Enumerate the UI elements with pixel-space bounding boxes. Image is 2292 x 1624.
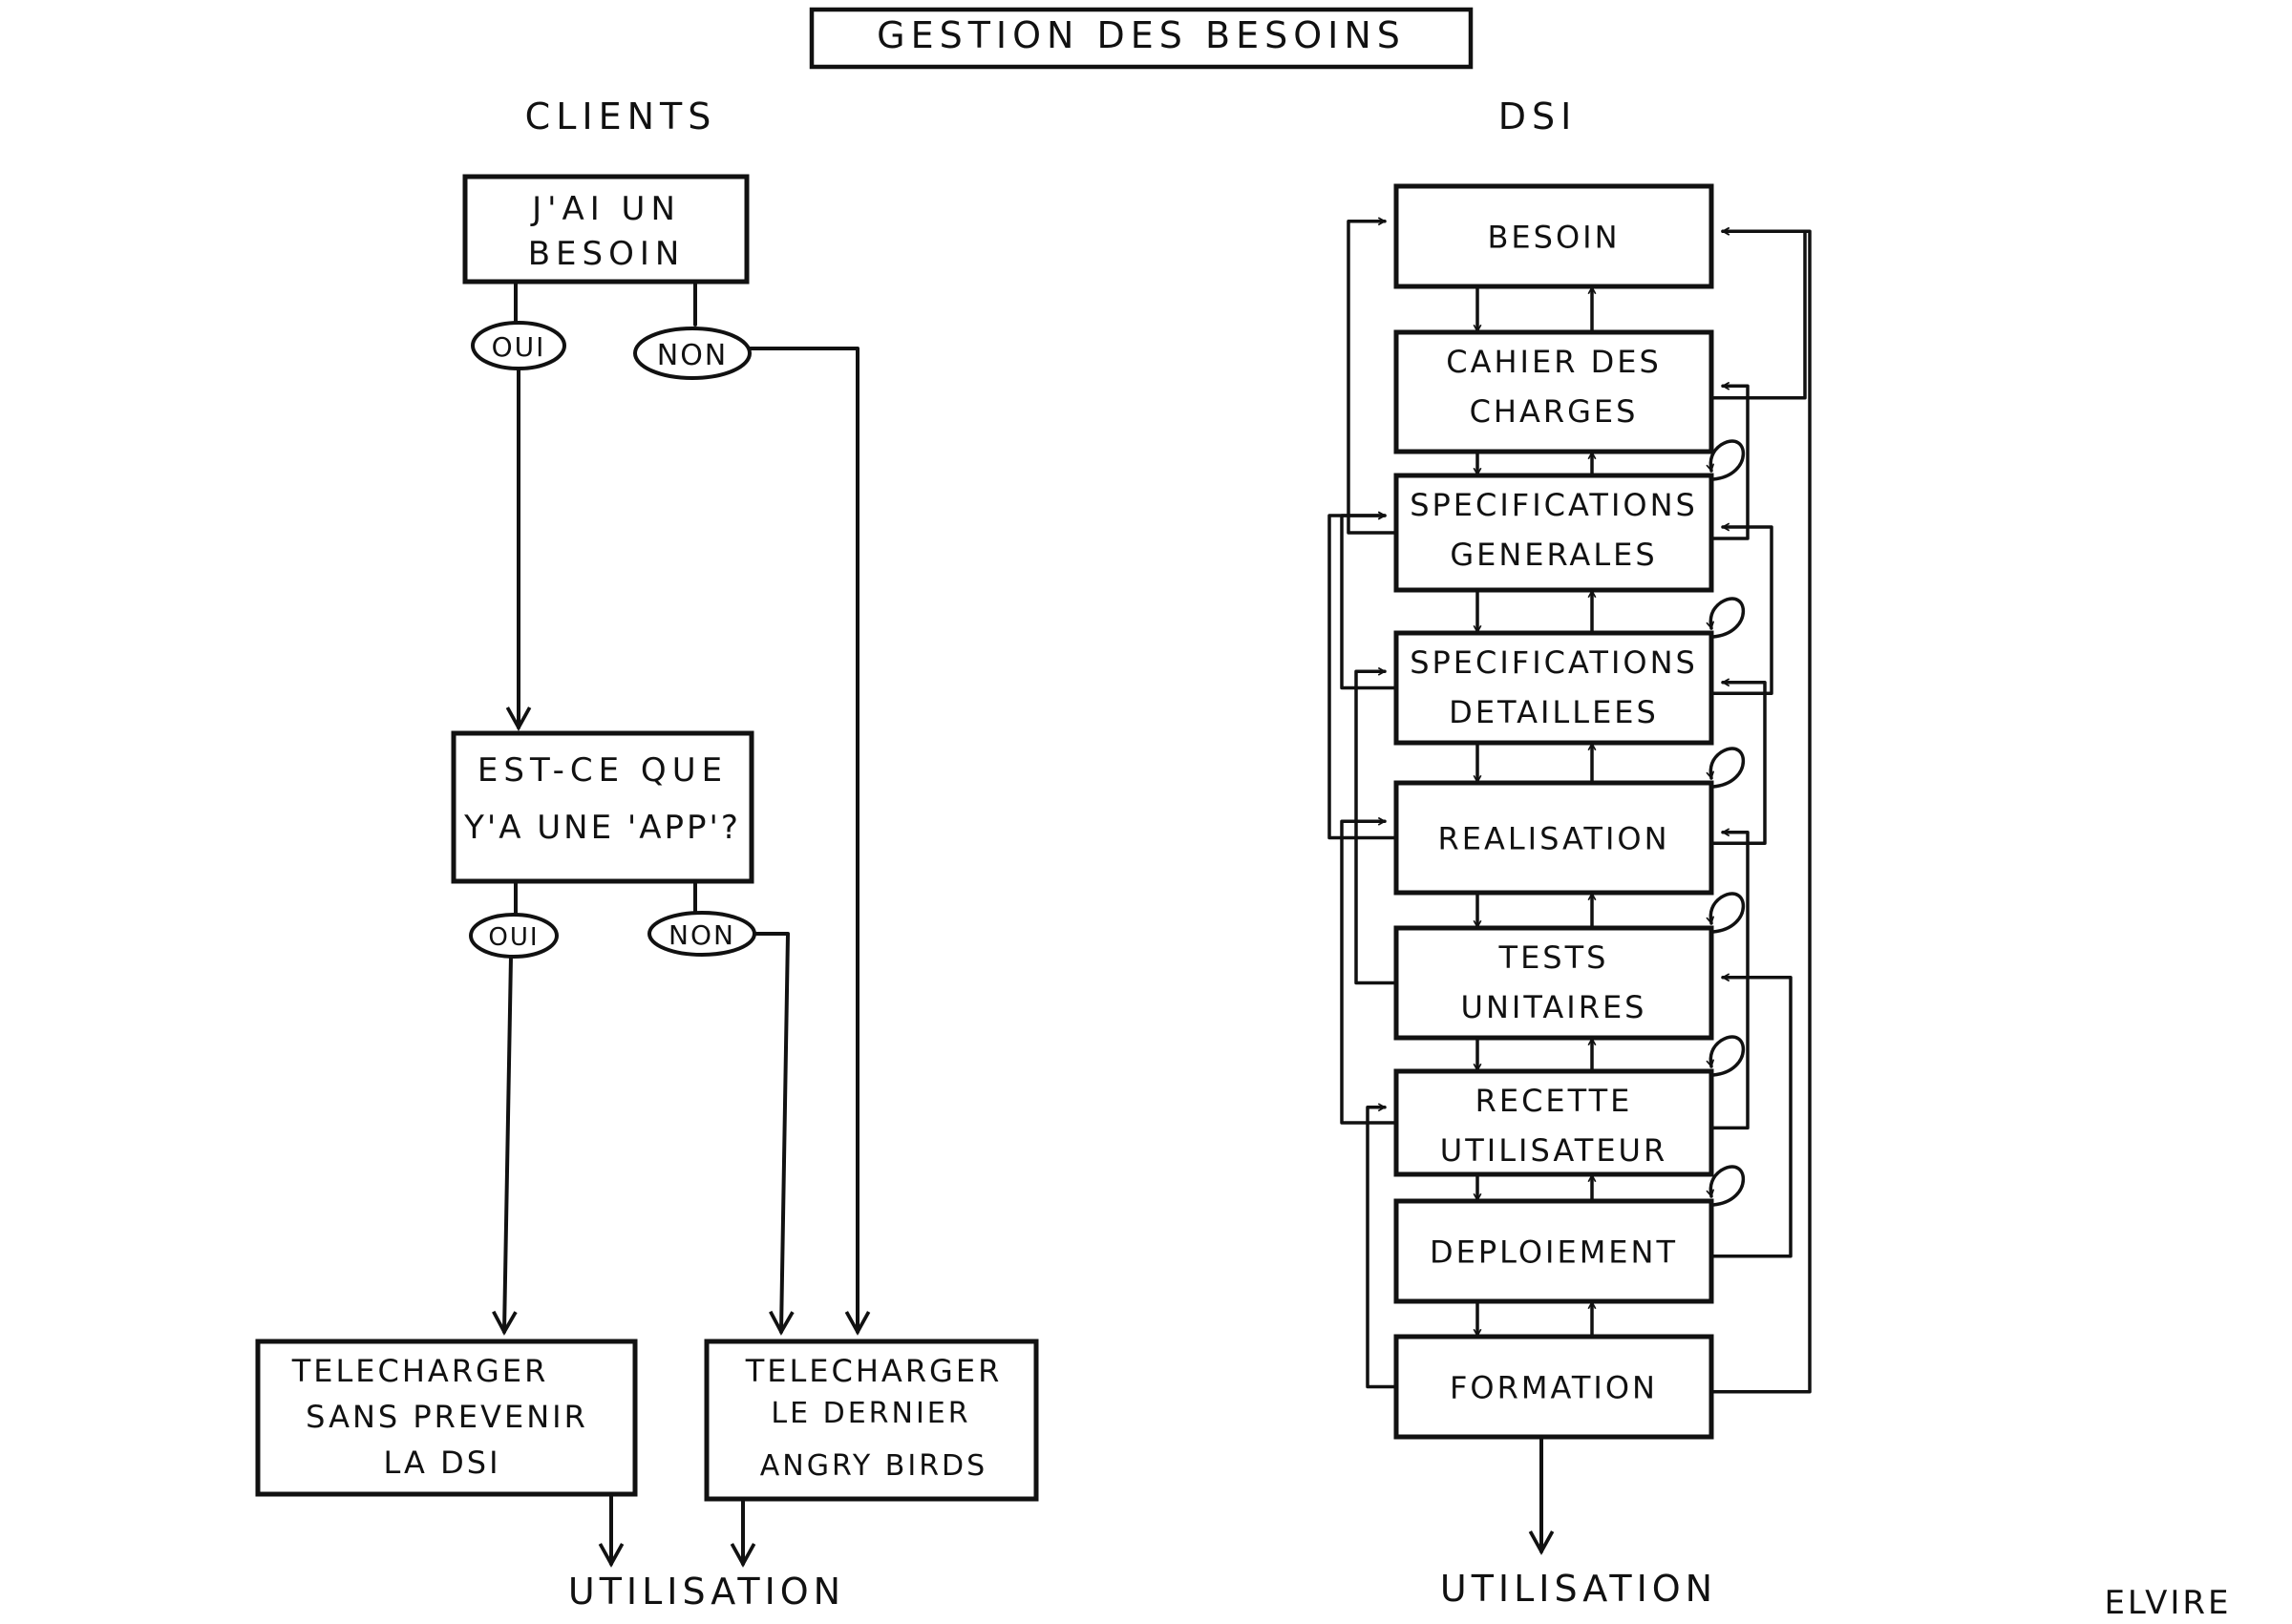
diagram-title: GESTION DES BESOINS — [877, 14, 1406, 56]
dsi-step-1-line-0: CAHIER DES — [1446, 344, 1662, 380]
dsi-end-label: UTILISATION — [1440, 1568, 1717, 1610]
box-need-line-2: BESOIN — [528, 235, 686, 273]
box-need-line-1: J'AI UN — [530, 190, 681, 228]
dsi-step-7-line-0: DEPLOIEMENT — [1430, 1234, 1678, 1271]
feedback-loop-right-3 — [1709, 683, 1767, 845]
clients-end-label: UTILISATION — [568, 1571, 845, 1613]
dsi-step-1-line-1: CHARGES — [1470, 393, 1639, 430]
self-loop-4 — [1710, 747, 1746, 789]
box-app-question: EST-CE QUE Y'A UNE 'APP'? — [451, 730, 754, 884]
box-download-line-1: TELECHARGER — [291, 1353, 549, 1389]
dsi-step-8-line-0: FORMATION — [1450, 1370, 1658, 1406]
answer-yes-2: OUI — [469, 913, 559, 959]
signature: ELVIRE — [2104, 1584, 2231, 1620]
self-loop-3 — [1710, 597, 1746, 639]
feedback-loop-right-4 — [1709, 833, 1750, 1130]
dsi-header: DSI — [1498, 95, 1578, 137]
dsi-step-6-line-1: UTILISATEUR — [1440, 1132, 1667, 1169]
dsi-step-4: REALISATION — [1393, 780, 1714, 896]
dsi-step-4-line-0: REALISATION — [1437, 821, 1669, 857]
box-need: J'AI UN BESOIN — [462, 174, 750, 285]
dsi-step-5-line-1: UNITAIRES — [1461, 989, 1647, 1025]
self-loop-6 — [1710, 1035, 1746, 1077]
box-angry-line-1: TELECHARGER — [745, 1353, 1003, 1389]
box-app-line-2: Y'A UNE 'APP'? — [463, 809, 741, 847]
dsi-step-0-line-0: BESOIN — [1487, 220, 1620, 256]
box-angry-line-2: LE DERNIER — [771, 1397, 970, 1430]
feedback-loop-left-2 — [1327, 516, 1398, 840]
dsi-step-5: TESTS UNITAIRES — [1393, 925, 1714, 1041]
dsi-step-3: SPECIFICATIONS DETAILLEES — [1393, 630, 1714, 746]
self-loop-2 — [1710, 439, 1746, 481]
box-download-silently: TELECHARGER SANS PREVENIR LA DSI — [255, 1339, 638, 1497]
self-loop-7 — [1710, 1165, 1746, 1207]
feedback-loop-left-3 — [1354, 671, 1398, 985]
answer-yes-2-label: OUI — [488, 923, 539, 952]
box-angry-line-3: ANGRY BIRDS — [760, 1449, 987, 1483]
dsi-step-3-line-0: SPECIFICATIONS — [1410, 644, 1698, 681]
feedback-loop-right-0 — [1709, 231, 1807, 400]
dsi-step-5-line-0: TESTS — [1498, 939, 1609, 976]
answer-no-1: NON — [633, 327, 752, 380]
answer-no-1-label: NON — [657, 339, 729, 372]
dsi-step-8: FORMATION — [1393, 1334, 1714, 1440]
box-app-line-1: EST-CE QUE — [478, 751, 728, 790]
answer-yes-1: OUI — [471, 321, 566, 370]
feedback-loop-right-6 — [1709, 231, 1812, 1394]
feedback-loop-left-5 — [1366, 1107, 1398, 1389]
box-download-line-2: SANS PREVENIR — [306, 1399, 588, 1435]
answer-no-2-label: NON — [668, 919, 735, 951]
dsi-step-0: BESOIN — [1393, 183, 1714, 289]
feedback-loop-left-1 — [1340, 516, 1398, 690]
feedback-loop-left-4 — [1340, 821, 1398, 1125]
title-frame: GESTION DES BESOINS — [809, 7, 1474, 70]
feedback-loop-right-5 — [1709, 978, 1793, 1258]
feedback-loop-right-2 — [1709, 527, 1773, 695]
self-loop-5 — [1710, 892, 1746, 934]
dsi-step-2-line-1: GENERALES — [1450, 537, 1657, 573]
box-angry-birds: TELECHARGER LE DERNIER ANGRY BIRDS — [704, 1339, 1039, 1502]
dsi-process-chain: BESOIN CAHIER DES CHARGES SPECIFICATIONS GEN… — [1327, 183, 1812, 1555]
feedback-loop-left-0 — [1347, 221, 1398, 535]
answer-no-2: NON — [647, 911, 756, 957]
dsi-step-7: DEPLOIEMENT — [1393, 1198, 1714, 1304]
dsi-step-6-line-0: RECETTE — [1475, 1083, 1633, 1119]
answer-yes-1-label: OUI — [492, 331, 546, 363]
dsi-step-2: SPECIFICATIONS GENERALES — [1393, 473, 1714, 593]
feedback-loop-right-1 — [1709, 386, 1750, 540]
box-download-line-3: LA DSI — [383, 1445, 500, 1481]
dsi-step-6: RECETTE UTILISATEUR — [1393, 1068, 1714, 1177]
dsi-step-1: CAHIER DES CHARGES — [1393, 329, 1714, 454]
dsi-step-3-line-1: DETAILLEES — [1449, 694, 1659, 730]
clients-header: CLIENTS — [525, 95, 717, 137]
dsi-step-2-line-0: SPECIFICATIONS — [1410, 487, 1698, 523]
